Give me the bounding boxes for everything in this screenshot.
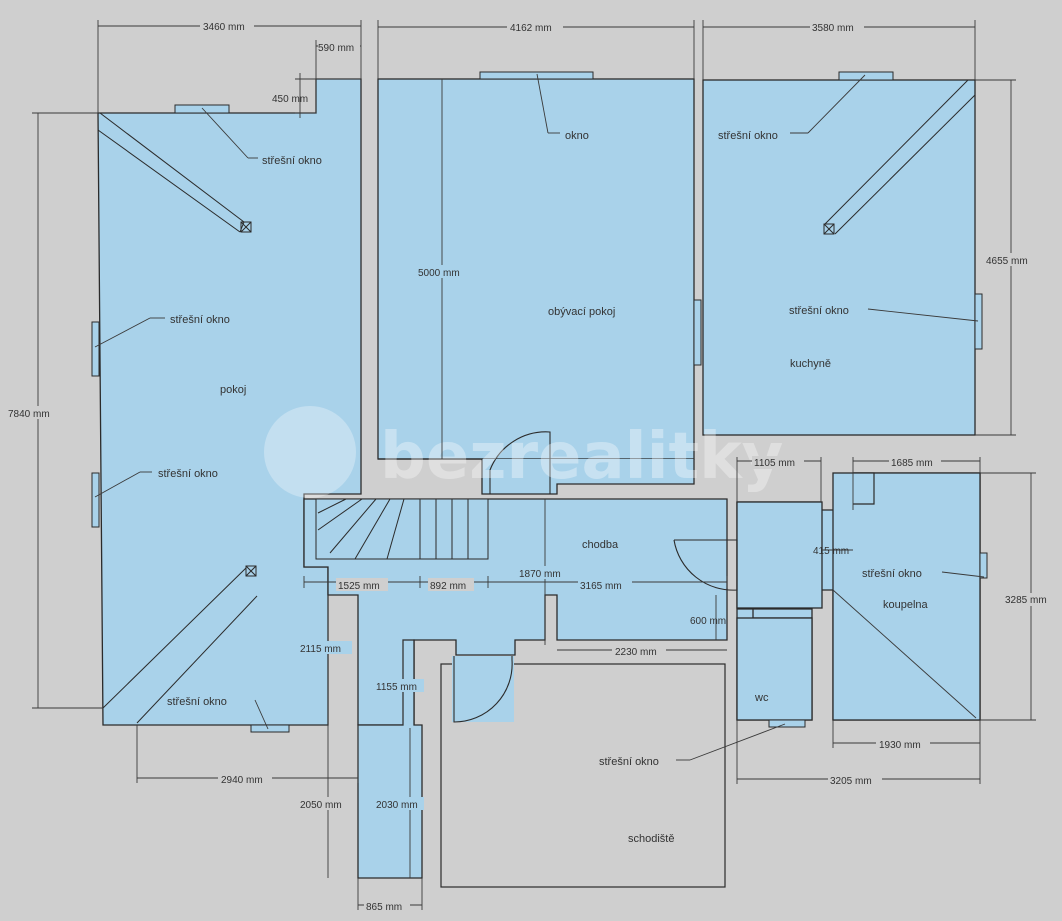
stairs-box: [315, 498, 489, 560]
dim-2940: 2940 mm: [221, 775, 263, 786]
label-obyvaci-pokoj: obývací pokoj: [548, 306, 615, 318]
dim-3580: 3580 mm: [812, 23, 854, 34]
label-chodba: chodba: [582, 539, 619, 551]
dim-2230: 2230 mm: [615, 647, 657, 658]
dim-1870: 1870 mm: [519, 569, 561, 580]
dim-600: 600 mm: [690, 616, 726, 627]
dim-3165: 3165 mm: [580, 581, 622, 592]
window-pokoj-top: [174, 104, 230, 114]
koupelna-diagonal: [832, 589, 977, 719]
dim-5000: 5000 mm: [418, 268, 460, 279]
label-stresni-okno-1: střešní okno: [262, 155, 322, 167]
label-schodiste: schodiště: [628, 833, 674, 845]
roof-window-diag-bottom: [102, 565, 258, 724]
dim-1105: 1105 mm: [754, 458, 795, 469]
dim-2030: 2030 mm: [376, 800, 418, 811]
window-kitchen-top: [838, 71, 894, 81]
dim-4655: 4655 mm: [986, 256, 1028, 267]
label-stresni-okno-4: střešní okno: [789, 305, 849, 317]
label-stresni-okno-6: střešní okno: [862, 568, 922, 580]
door-corridor-right: [673, 539, 738, 591]
room-wc: [736, 617, 813, 721]
dim-892: 892 mm: [430, 581, 466, 592]
koupelna-notch: [853, 472, 875, 505]
dim-2115: 2115 mm: [300, 644, 341, 655]
dim-415: 415 mm: [813, 546, 849, 557]
label-wc: wc: [754, 692, 769, 704]
living-room-lower-bump: [378, 458, 695, 495]
roof-window-diag-kitchen: [823, 79, 976, 235]
schodiste-inner: [452, 656, 514, 722]
dim-1685: 1685 mm: [891, 458, 933, 469]
watermark: bezrealitky: [264, 406, 783, 498]
label-stresni-okno-2: střešní okno: [718, 130, 778, 142]
label-stresni-okno-3: střešní okno: [170, 314, 230, 326]
dim-865: 865 mm: [366, 902, 402, 913]
dim-3285: 3285 mm: [1005, 595, 1047, 606]
roof-window-diag-top: [97, 112, 252, 233]
label-kuchyne: kuchyně: [790, 358, 831, 370]
dim-450: 450 mm: [272, 94, 308, 105]
leader-lines: [94, 73, 985, 761]
window-pokoj-left1: [91, 321, 100, 377]
dim-3460: 3460 mm: [203, 22, 245, 33]
label-stresni-okno-5: střešní okno: [158, 468, 218, 480]
window-kitchen-right: [974, 293, 983, 350]
label-stresni-okno-7: střešní okno: [167, 696, 227, 708]
dim-1155: 1155 mm: [376, 682, 417, 693]
window-pokoj-left2: [91, 472, 100, 528]
label-pokoj: pokoj: [220, 384, 246, 396]
window-pokoj-bottom: [250, 724, 290, 733]
label-stresni-okno-8: střešní okno: [599, 756, 659, 768]
window-obyvaci-top: [479, 71, 594, 80]
label-koupelna: koupelna: [883, 599, 929, 611]
corridor-bath-link: [736, 501, 823, 609]
dim-590: 590 mm: [318, 43, 354, 54]
dim-4162: 4162 mm: [510, 23, 552, 34]
stairs-lines: [317, 498, 469, 560]
window-living-right: [693, 299, 702, 366]
dim-2050: 2050 mm: [300, 800, 342, 811]
room-kuchyne: [702, 79, 976, 436]
room-koupelna-main: [832, 472, 981, 721]
dim-1525: 1525 mm: [338, 581, 380, 592]
label-okno: okno: [565, 130, 589, 142]
dimension-labels: 3460 mm 590 mm 450 mm 4162 mm 3580 mm 78…: [6, 19, 1056, 913]
window-koupelna-right: [979, 552, 988, 579]
dim-7840: 7840 mm: [8, 409, 50, 420]
door-schodiste: [453, 656, 513, 723]
svg-text:bezrealitky: bezrealitky: [380, 420, 783, 494]
door-living: [489, 431, 551, 494]
room-pokoj: [97, 78, 362, 726]
dim-3205: 3205 mm: [830, 776, 872, 787]
window-wc-bottom: [768, 719, 806, 728]
dim-1930: 1930 mm: [879, 740, 921, 751]
